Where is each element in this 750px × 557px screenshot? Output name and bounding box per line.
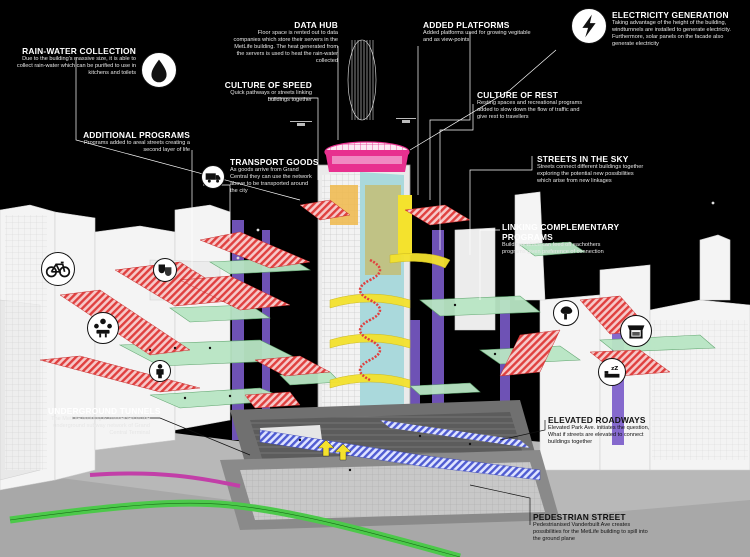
theater-masks-icon: [153, 258, 177, 282]
yellow-ramps: [329, 253, 451, 389]
truck-icon: [201, 165, 225, 189]
transport-goods-desc: As goods arrive from Grand Central they …: [230, 167, 312, 194]
electricity-desc: Taking advantage of the height of the bu…: [612, 20, 731, 47]
label-additional-programs: ADDITIONAL PROGRAMS Programs added to ar…: [76, 130, 190, 154]
streets-sky-title: STREETS IN THE SKY: [537, 154, 629, 164]
transport-goods-title: TRANSPORT GOODS: [230, 157, 319, 167]
green-street-edge: [9, 502, 461, 557]
svg-text:zZ: zZ: [611, 366, 618, 372]
label-pedestrian: PEDESTRIAN STREET Pedestrianised Vanderb…: [533, 512, 653, 543]
market-stall-icon: [620, 315, 652, 347]
underground-desc: The MetLife building is connected to the…: [51, 416, 150, 436]
data-hub-fins: [351, 40, 374, 120]
label-underground: UNDERGROUND TUNNELS The MetLife building…: [48, 406, 161, 437]
leader-lines-dark: [72, 417, 546, 525]
green-platforms: [118, 241, 716, 409]
leader-lines: [75, 32, 557, 300]
bicycle-icon: [41, 252, 75, 286]
label-culture-rest: CULTURE OF REST Resting spaces and recre…: [477, 90, 583, 121]
pedestrian-desc: Pedestrianised Vanderbuilt Ave creates p…: [533, 522, 648, 542]
culture-speed-title: CULTURE OF SPEED: [224, 80, 312, 90]
label-data-hub: DATA HUB Floor space is rented out to da…: [232, 20, 338, 65]
label-culture-speed: CULTURE OF SPEED Quick pathways or stree…: [208, 80, 312, 104]
sky-streets-red: [39, 199, 671, 409]
label-streets-sky: STREETS IN THE SKY Streets connect diffe…: [537, 154, 647, 185]
central-tower: [317, 141, 412, 471]
linking-title: LINKING COMPLEMENTARY PROGRAMS: [502, 222, 620, 242]
magenta-street: [89, 471, 241, 488]
spiral-stair: [358, 258, 382, 382]
additional-programs-title: ADDITIONAL PROGRAMS: [83, 130, 190, 140]
label-electricity: ELECTRICITY GENERATION Taking advantage …: [612, 10, 746, 48]
data-hub-desc: Floor space is rented out to data compan…: [233, 30, 338, 64]
label-transport-goods: TRANSPORT GOODS As goods arrive from Gra…: [230, 157, 319, 195]
cafe-icon: [553, 300, 579, 326]
added-platforms-title: ADDED PLATFORMS: [423, 20, 510, 30]
label-rain-water: RAIN-WATER COLLECTION Due to the buildin…: [16, 46, 136, 77]
pedestrian-title: PEDESTRIAN STREET: [533, 512, 626, 522]
meeting-icon: [87, 312, 119, 344]
label-linking: LINKING COMPLEMENTARY PROGRAMS Buildings…: [502, 222, 622, 256]
culture-rest-title: CULTURE OF REST: [477, 90, 559, 100]
helicopters: [290, 118, 416, 126]
underground-title: UNDERGROUND TUNNELS: [48, 406, 161, 416]
left-tower-facade: [5, 215, 47, 470]
water-drop-icon: [141, 52, 177, 88]
linking-desc: Buildings which can feed off eachothers …: [502, 242, 604, 255]
elevated-roadways-title: ELEVATED ROADWAYS: [548, 415, 646, 425]
label-added-platforms: ADDED PLATFORMS Added platforms used for…: [423, 20, 541, 44]
blue-striped-tunnel-2: [380, 420, 530, 448]
label-elevated-roadways: ELEVATED ROADWAYS Elevated Park Ave. ini…: [548, 415, 658, 446]
rain-water-title: RAIN-WATER COLLECTION: [22, 46, 136, 56]
sleep-bed-icon: zZ: [598, 358, 626, 386]
blue-striped-tunnel: [259, 429, 541, 481]
child-icon: [149, 360, 171, 382]
electricity-title: ELECTRICITY GENERATION: [612, 10, 729, 20]
culture-speed-desc: Quick pathways or streets linking buildi…: [230, 90, 312, 103]
elevated-roadways-desc: Elevated Park Ave. initiates the questio…: [548, 425, 650, 445]
rain-water-desc: Due to the building's massive size, it i…: [16, 56, 136, 76]
additional-programs-desc: Programs added to areal streets creating…: [83, 140, 190, 153]
lightning-icon: [571, 8, 607, 44]
added-platforms-desc: Added platforms used for growing vegitab…: [423, 30, 531, 43]
drones: [236, 201, 715, 260]
culture-rest-desc: Resting spaces and recreational programs…: [477, 100, 583, 120]
flow-arrows: [317, 439, 352, 461]
streets-sky-desc: Streets connect different buildings toge…: [537, 164, 644, 184]
data-hub-title: DATA HUB: [294, 20, 338, 30]
